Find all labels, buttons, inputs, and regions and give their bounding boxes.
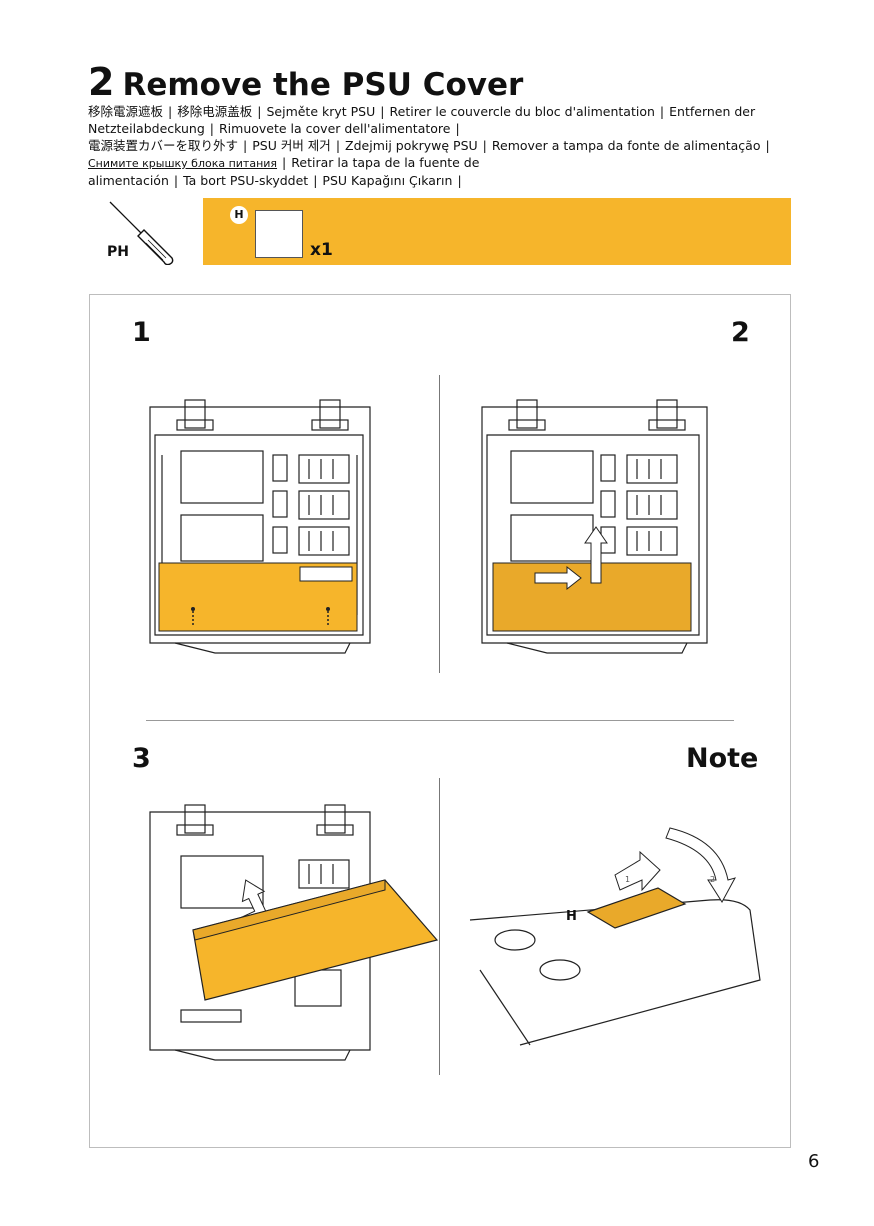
translation-item: Снимите крышку блока питания <box>88 157 278 170</box>
divider-horizontal <box>146 720 734 721</box>
note-arrow-2-label: 2 <box>710 875 715 884</box>
step-1-case-illustration <box>149 399 371 654</box>
step-label-3: 3 <box>132 743 151 774</box>
note-label: Note <box>686 743 759 774</box>
step-label-2: 2 <box>731 317 750 348</box>
step-3-case-illustration <box>149 804 439 1061</box>
translation-item: Sejměte kryt PSU <box>266 104 376 119</box>
translation-item: 移除电源盖板 <box>177 104 253 119</box>
translation-item: PSU 커버 제거 <box>252 138 331 153</box>
divider-vertical-top <box>439 375 440 673</box>
note-psu-cover-illustration: H 1 2 <box>469 827 761 1046</box>
step-2-case-illustration <box>481 399 708 654</box>
translation-item: Retirer le couvercle du bloc d'alimentat… <box>389 104 655 119</box>
page-number: 6 <box>808 1151 820 1172</box>
translation-item: Ta bort PSU-skyddet <box>183 173 309 188</box>
tool-label: PH <box>107 244 129 260</box>
translation-item: Zdejmij pokrywę PSU <box>345 138 478 153</box>
translation-item: Retirar la tapa de la fuente de alimenta… <box>88 155 480 188</box>
translation-item: Remover a tampa da fonte de alimentação <box>491 138 761 153</box>
translation-item: Rimuovete la cover dell'alimentatore <box>219 121 451 136</box>
section-title: Remove the PSU Cover <box>122 67 524 103</box>
translation-list: 移除電源遮板|移除电源盖板|Sejměte kryt PSU|Retirer l… <box>88 104 770 188</box>
translation-item: 移除電源遮板 <box>88 104 164 119</box>
part-badge: H <box>230 206 248 224</box>
section-number: 2 <box>88 60 115 104</box>
part-quantity: x1 <box>310 240 333 260</box>
step-label-1: 1 <box>132 317 151 348</box>
note-arrow-1-label: 1 <box>625 875 630 884</box>
note-part-label: H <box>566 909 577 924</box>
translation-item: PSU Kapağını Çıkarın <box>322 173 453 188</box>
psu-cover-part-icon <box>255 210 303 258</box>
divider-vertical-bottom <box>439 778 440 1075</box>
screwdriver-icon <box>109 201 174 265</box>
translation-item: 電源装置カバーを取り外す <box>88 138 239 153</box>
translation-item: Entfernen der Netzteilabdeckung <box>88 104 756 136</box>
instruction-frame <box>89 294 791 1148</box>
